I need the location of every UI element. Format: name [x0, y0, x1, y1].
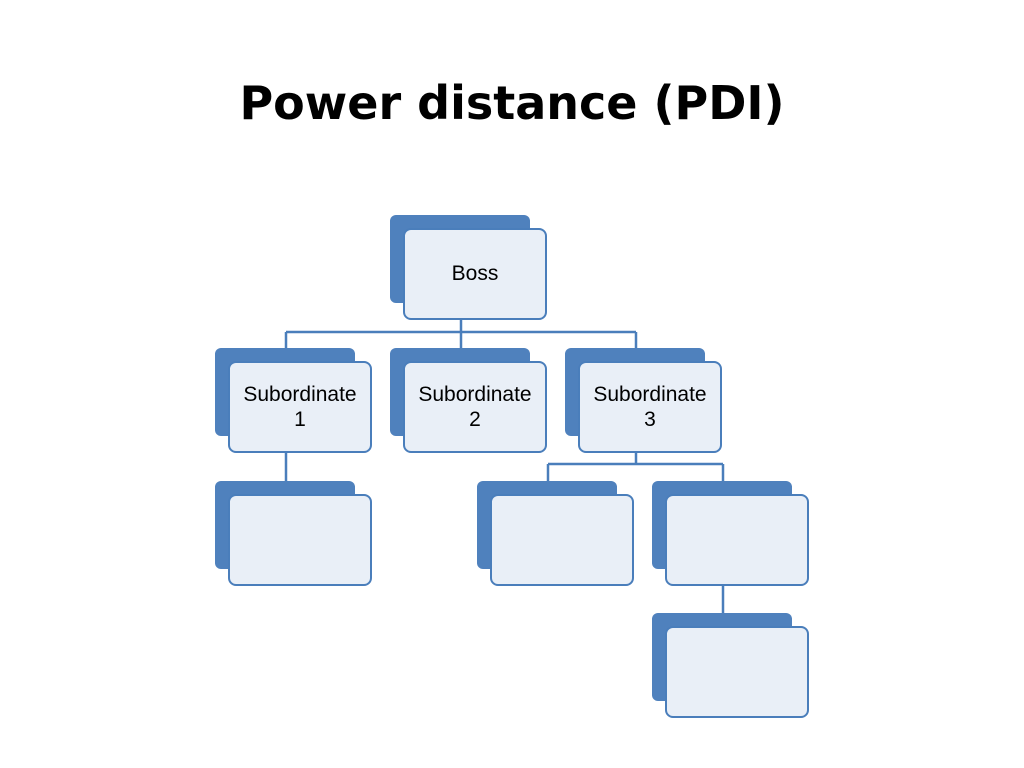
- subordinate-3-node: Subordinate 3: [565, 348, 723, 453]
- subordinate-3-node-box: Subordinate 3: [578, 361, 722, 453]
- subordinate-1-label-line1: Subordinate: [243, 382, 357, 406]
- boss-label: Boss: [451, 262, 499, 286]
- subordinate-3-label-line1: Subordinate: [593, 382, 707, 406]
- subordinate-2-label-line2: 2: [469, 408, 481, 431]
- subordinate-1-node: Subordinate 1: [215, 348, 373, 453]
- boss-node: Boss: [390, 215, 548, 320]
- subordinate-2-node: Subordinate 2: [390, 348, 548, 453]
- subordinate-3-child-2-node: [652, 481, 810, 586]
- subordinate-3-child-1-node: [477, 481, 635, 586]
- boss-node-box: Boss: [403, 228, 547, 320]
- subordinate-1-label-line2: 1: [294, 408, 306, 431]
- subordinate-2-label-line1: Subordinate: [418, 382, 532, 406]
- subordinate-3-grandchild-node-box: [665, 626, 809, 718]
- subordinate-3-grandchild-node: [652, 613, 810, 718]
- subordinate-1-child-node: [215, 481, 373, 586]
- subordinate-3-label-line2: 3: [644, 408, 656, 431]
- subordinate-1-child-node-box: [228, 494, 372, 586]
- slide-title: Power distance (PDI): [239, 76, 785, 130]
- subordinate-3-child-1-node-box: [490, 494, 634, 586]
- subordinate-3-child-2-node-box: [665, 494, 809, 586]
- subordinate-2-node-box: Subordinate 2: [403, 361, 547, 453]
- subordinate-1-node-box: Subordinate 1: [228, 361, 372, 453]
